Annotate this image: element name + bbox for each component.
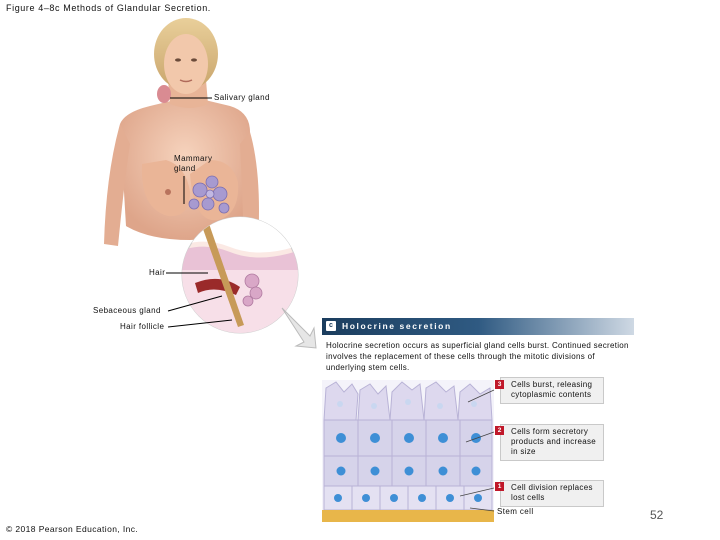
hair-label: Hair: [149, 268, 165, 277]
step-2-text: Cells form secretory products and increa…: [511, 427, 596, 456]
page-number: 52: [650, 508, 663, 522]
step-2-number: 2: [495, 426, 504, 435]
stem-cell-label: Stem cell: [497, 507, 534, 516]
hair-follicle-label: Hair follicle: [120, 322, 164, 331]
panel-letter: c: [326, 321, 336, 331]
step-1-text: Cell division replaces lost cells: [511, 483, 593, 502]
sebaceous-gland-label: Sebaceous gland: [93, 306, 161, 315]
panel-title: Holocrine secretion: [342, 321, 452, 331]
step-1-number: 1: [495, 482, 504, 491]
step-2: Cells form secretory products and increa…: [500, 424, 604, 461]
mammary-gland-label: Mammary gland: [174, 154, 212, 174]
salivary-gland-label: Salivary gland: [214, 93, 270, 102]
panel-description: Holocrine secretion occurs as superficia…: [326, 340, 636, 373]
copyright: © 2018 Pearson Education, Inc.: [6, 524, 138, 534]
step-3-text: Cells burst, releasing cytoplasmic conte…: [511, 380, 592, 399]
step-1: Cell division replaces lost cells: [500, 480, 604, 507]
step-3: Cells burst, releasing cytoplasmic conte…: [500, 377, 604, 404]
step-3-number: 3: [495, 380, 504, 389]
